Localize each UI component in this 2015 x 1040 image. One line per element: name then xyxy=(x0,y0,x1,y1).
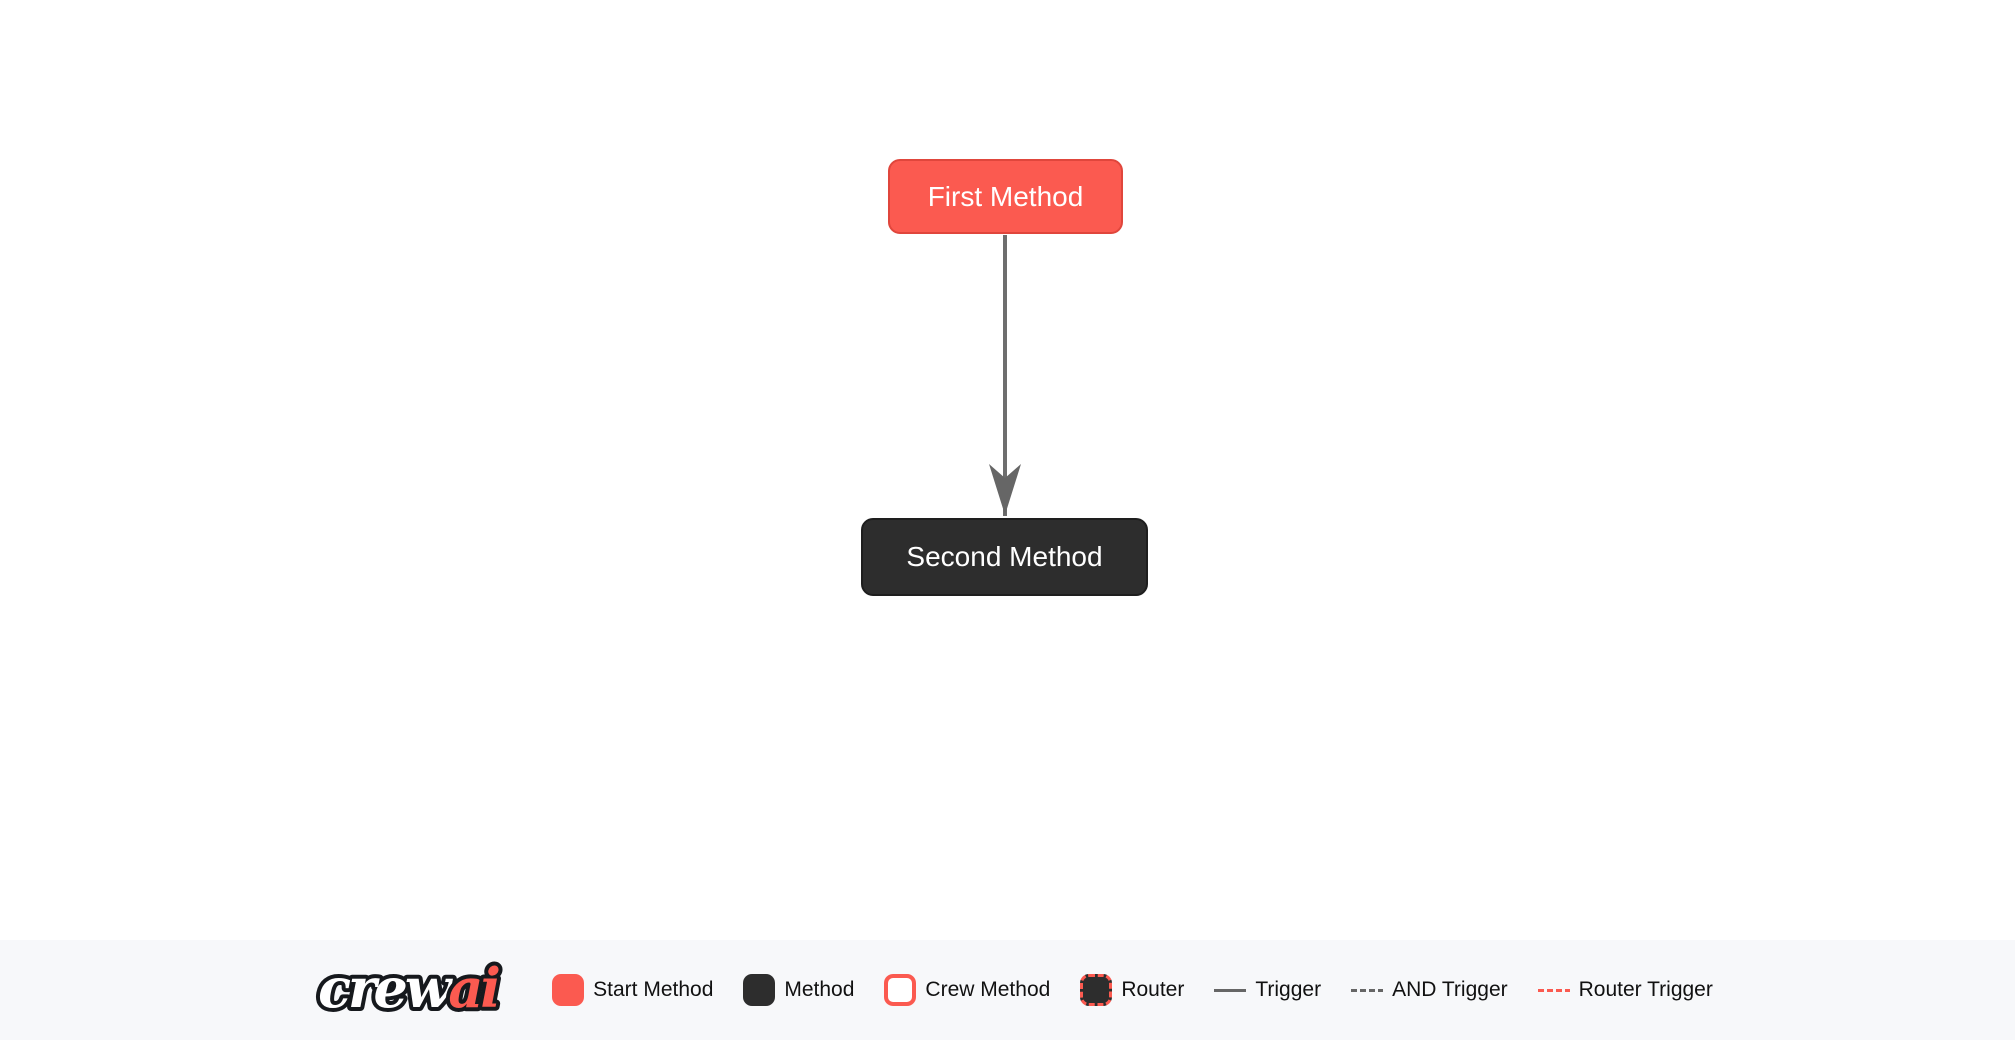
legend-label-crew-method: Crew Method xyxy=(925,978,1051,1001)
legend-label-router: Router xyxy=(1121,978,1185,1001)
legend-item-router-trigger: Router Trigger xyxy=(1537,978,1713,1002)
legend-item-router: Router xyxy=(1080,974,1184,1006)
router-trigger-line-icon xyxy=(1537,988,1570,992)
node-first-method-label: First Method xyxy=(927,180,1084,212)
node-second-method-label: Second Method xyxy=(906,541,1103,572)
legend-bar: crewai Start Method Method Crew Method R… xyxy=(0,940,2015,1040)
svg-text:crewai: crewai xyxy=(318,956,499,1020)
legend-item-start-method: Start Method xyxy=(552,974,713,1006)
legend-label-and-trigger: AND Trigger xyxy=(1392,978,1508,1001)
logo-word-crew: crew xyxy=(318,956,454,1020)
legend-label-start-method: Start Method xyxy=(593,978,714,1001)
trigger-line-icon xyxy=(1214,988,1247,992)
crewai-logo: crewai xyxy=(314,952,506,1024)
logo-word-ai: ai xyxy=(448,956,499,1020)
legend-item-trigger: Trigger xyxy=(1214,978,1321,1002)
router-swatch-icon xyxy=(1080,974,1113,1006)
flow-canvas[interactable]: First Method Second Method xyxy=(0,0,2015,940)
and-trigger-line-icon xyxy=(1351,988,1384,992)
legend-label-method: Method xyxy=(784,978,855,1001)
node-second-method[interactable]: Second Method xyxy=(861,518,1148,596)
legend-item-crew-method: Crew Method xyxy=(884,974,1050,1006)
legend-item-method: Method xyxy=(743,974,854,1006)
legend-item-and-trigger: AND Trigger xyxy=(1351,978,1508,1002)
trigger-edge xyxy=(989,235,1021,516)
legend-label-trigger: Trigger xyxy=(1255,978,1322,1001)
node-first-method[interactable]: First Method xyxy=(888,159,1123,234)
crew-method-swatch-icon xyxy=(884,974,917,1006)
legend-label-router-trigger: Router Trigger xyxy=(1578,978,1713,1001)
trigger-arrowhead-icon xyxy=(989,464,1021,515)
method-swatch-icon xyxy=(743,974,776,1006)
start-method-swatch-icon xyxy=(552,974,585,1006)
